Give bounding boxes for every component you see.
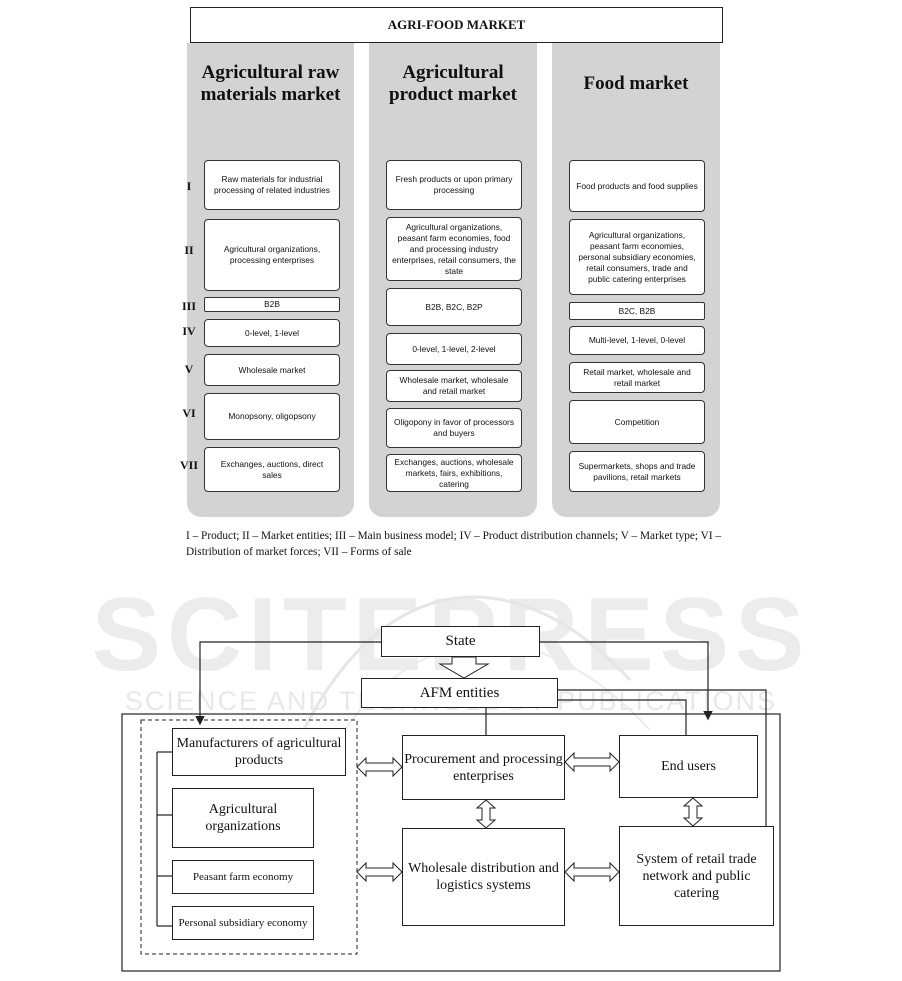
cell-raw-business-model: B2B: [204, 297, 340, 312]
cell-product-forms-of-sale: Exchanges, auctions, wholesale markets, …: [386, 454, 522, 492]
cell-raw-entities: Agricultural organizations, processing e…: [204, 219, 340, 291]
cell-food-entities: Agricultural organizations, peasant farm…: [569, 219, 705, 295]
diagram-legend: I – Product; II – Market entities; III –…: [186, 530, 722, 558]
afm-entities-box: AFM entities: [361, 678, 558, 708]
personal-subsidiary-economy-box: Personal subsidiary economy: [172, 906, 314, 940]
row-label-v: V: [184, 362, 194, 376]
row-label-iv: IV: [182, 324, 196, 338]
agricultural-organizations-box: Agricultural organizations: [172, 788, 314, 848]
cell-product-entities: Agricultural organizations, peasant farm…: [386, 217, 522, 281]
wholesale-logistics-box: Wholesale distribution and logistics sys…: [402, 828, 565, 926]
row-label-ii: II: [184, 243, 194, 257]
row-label-iii: III: [181, 299, 196, 313]
cell-product-product: Fresh products or upon primary processin…: [386, 160, 522, 210]
cell-raw-market-type: Wholesale market: [204, 354, 340, 386]
column-heading-agricultural-product: Agricultural product market: [389, 62, 517, 105]
cell-raw-forms-of-sale: Exchanges, auctions, direct sales: [204, 447, 340, 492]
diagram-title: AGRI-FOOD MARKET: [190, 7, 723, 43]
cell-food-market-type: Retail market, wholesale and retail mark…: [569, 362, 705, 393]
procurement-processing-box: Procurement and processing enterprises: [402, 735, 565, 800]
cell-raw-product: Raw materials for industrial processing …: [204, 160, 340, 210]
cell-product-channels: 0-level, 1-level, 2-level: [386, 333, 522, 365]
cell-raw-market-forces: Monopsony, oligopsony: [204, 393, 340, 440]
retail-catering-box: System of retail trade network and publi…: [619, 826, 774, 926]
row-label-vii: VII: [179, 458, 198, 472]
row-label-i: I: [186, 179, 192, 193]
cell-food-channels: Multi-level, 1-level, 0-level: [569, 326, 705, 355]
cell-food-market-forces: Competition: [569, 400, 705, 444]
end-users-box: End users: [619, 735, 758, 798]
cell-raw-channels: 0-level, 1-level: [204, 319, 340, 347]
column-heading-raw-materials: Agricultural raw materials market: [200, 62, 341, 105]
cell-food-product: Food products and food supplies: [569, 160, 705, 212]
state-box: State: [381, 626, 540, 657]
cell-food-forms-of-sale: Supermarkets, shops and trade pavilions,…: [569, 451, 705, 492]
cell-product-market-forces: Oligopony in favor of processors and buy…: [386, 408, 522, 448]
row-label-vi: VI: [182, 406, 196, 420]
column-heading-food-market: Food market: [583, 73, 689, 94]
cell-product-market-type: Wholesale market, wholesale and retail m…: [386, 370, 522, 402]
cell-food-business-model: B2C, B2B: [569, 302, 705, 320]
manufacturers-box: Manufacturers of agricultural products: [172, 728, 346, 776]
peasant-farm-economy-box: Peasant farm economy: [172, 860, 314, 894]
cell-product-business-model: B2B, B2C, B2P: [386, 288, 522, 326]
